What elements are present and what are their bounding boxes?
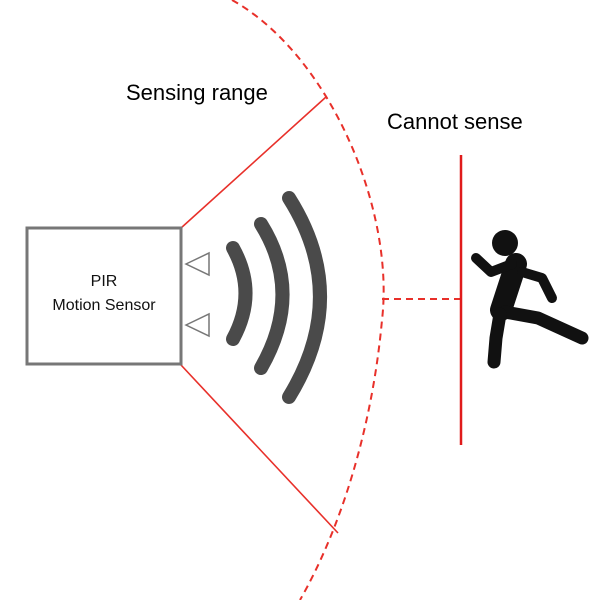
running-person-icon (471, 230, 589, 369)
range-boundary-top (180, 96, 327, 229)
cannot-sense-label: Cannot sense (387, 109, 523, 134)
person-head (492, 230, 518, 256)
person-back-arm (471, 253, 517, 277)
person-back-leg (487, 307, 507, 369)
range-boundary-bottom (180, 364, 339, 534)
signal-wave-inner (226, 241, 253, 346)
sensor-label-line2: Motion Sensor (52, 297, 156, 314)
signal-wave-outer (282, 191, 327, 404)
signal-waves-icon (226, 191, 327, 404)
sensing-range-label: Sensing range (126, 80, 268, 105)
signal-wave-middle (254, 217, 290, 375)
person-torso (490, 253, 527, 321)
sensor-label-line1: PIR (90, 273, 118, 290)
emitter-triangle-top-icon (184, 251, 210, 277)
emitter-triangle-bottom-icon (184, 312, 210, 338)
person-front-arm (517, 267, 557, 303)
sensor-label: PIR Motion Sensor (27, 270, 181, 318)
sensor-box (25, 226, 183, 366)
sensing-range-arc (231, 0, 385, 600)
person-front-leg (498, 305, 589, 345)
